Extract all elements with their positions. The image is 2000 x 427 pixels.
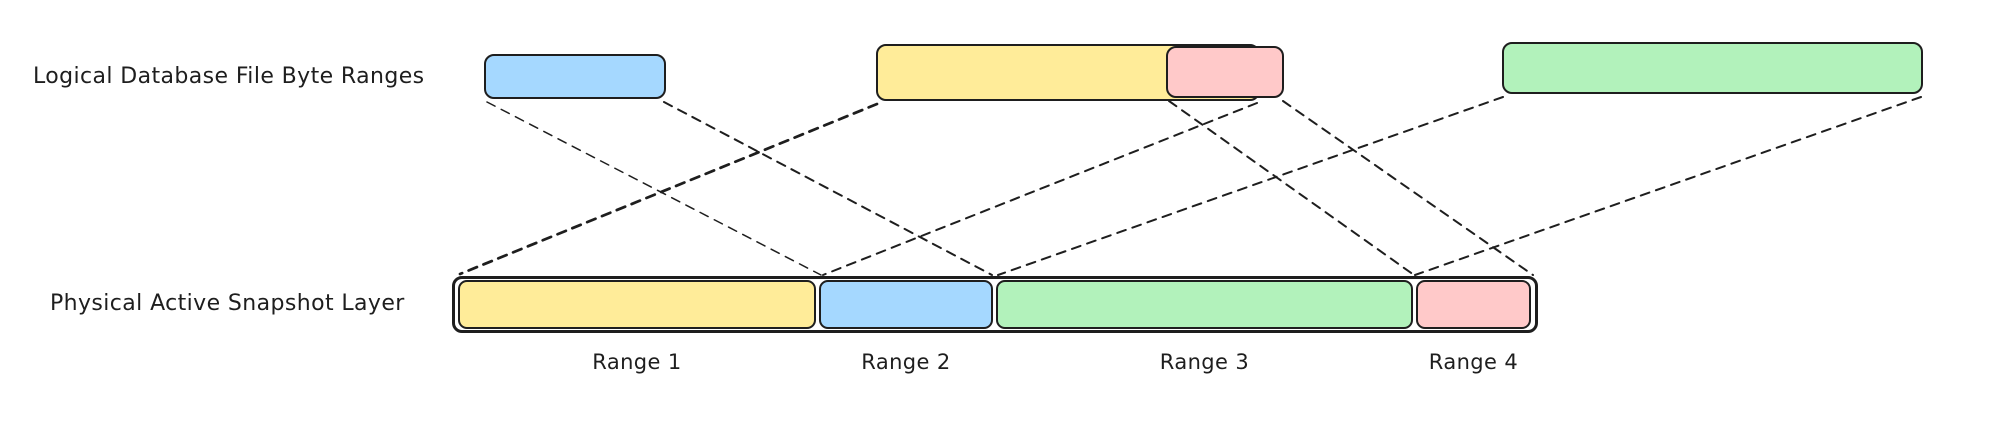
- mapping-line-green-right: [1414, 96, 1922, 276]
- logical-extent-blue: [484, 54, 666, 99]
- range-label-3: Range 3: [1159, 350, 1250, 374]
- physical-segment-3: [996, 280, 1413, 329]
- range-label-1: Range 1: [592, 350, 682, 374]
- mapping-line-pink-left: [1168, 100, 1415, 276]
- physical-segment-1: [458, 280, 816, 329]
- physical-segment-2: [819, 280, 993, 329]
- logical-extent-pink: [1166, 46, 1284, 98]
- range-label-4: Range 4: [1428, 350, 1519, 374]
- mapping-line-blue-right: [663, 101, 993, 276]
- mapping-line-yellow-right: [822, 102, 1258, 276]
- logical-row-label: Logical Database File Byte Ranges: [33, 64, 425, 89]
- range-label-2: Range 2: [861, 350, 951, 374]
- physical-segment-4: [1416, 280, 1531, 329]
- mapping-line-pink-right: [1282, 100, 1534, 276]
- mapping-line-yellow-left: [458, 102, 879, 276]
- mapping-line-blue-left: [486, 101, 822, 276]
- mapping-line-green-left: [997, 96, 1504, 276]
- logical-extent-green: [1502, 42, 1923, 94]
- physical-row-label: Physical Active Snapshot Layer: [50, 291, 405, 316]
